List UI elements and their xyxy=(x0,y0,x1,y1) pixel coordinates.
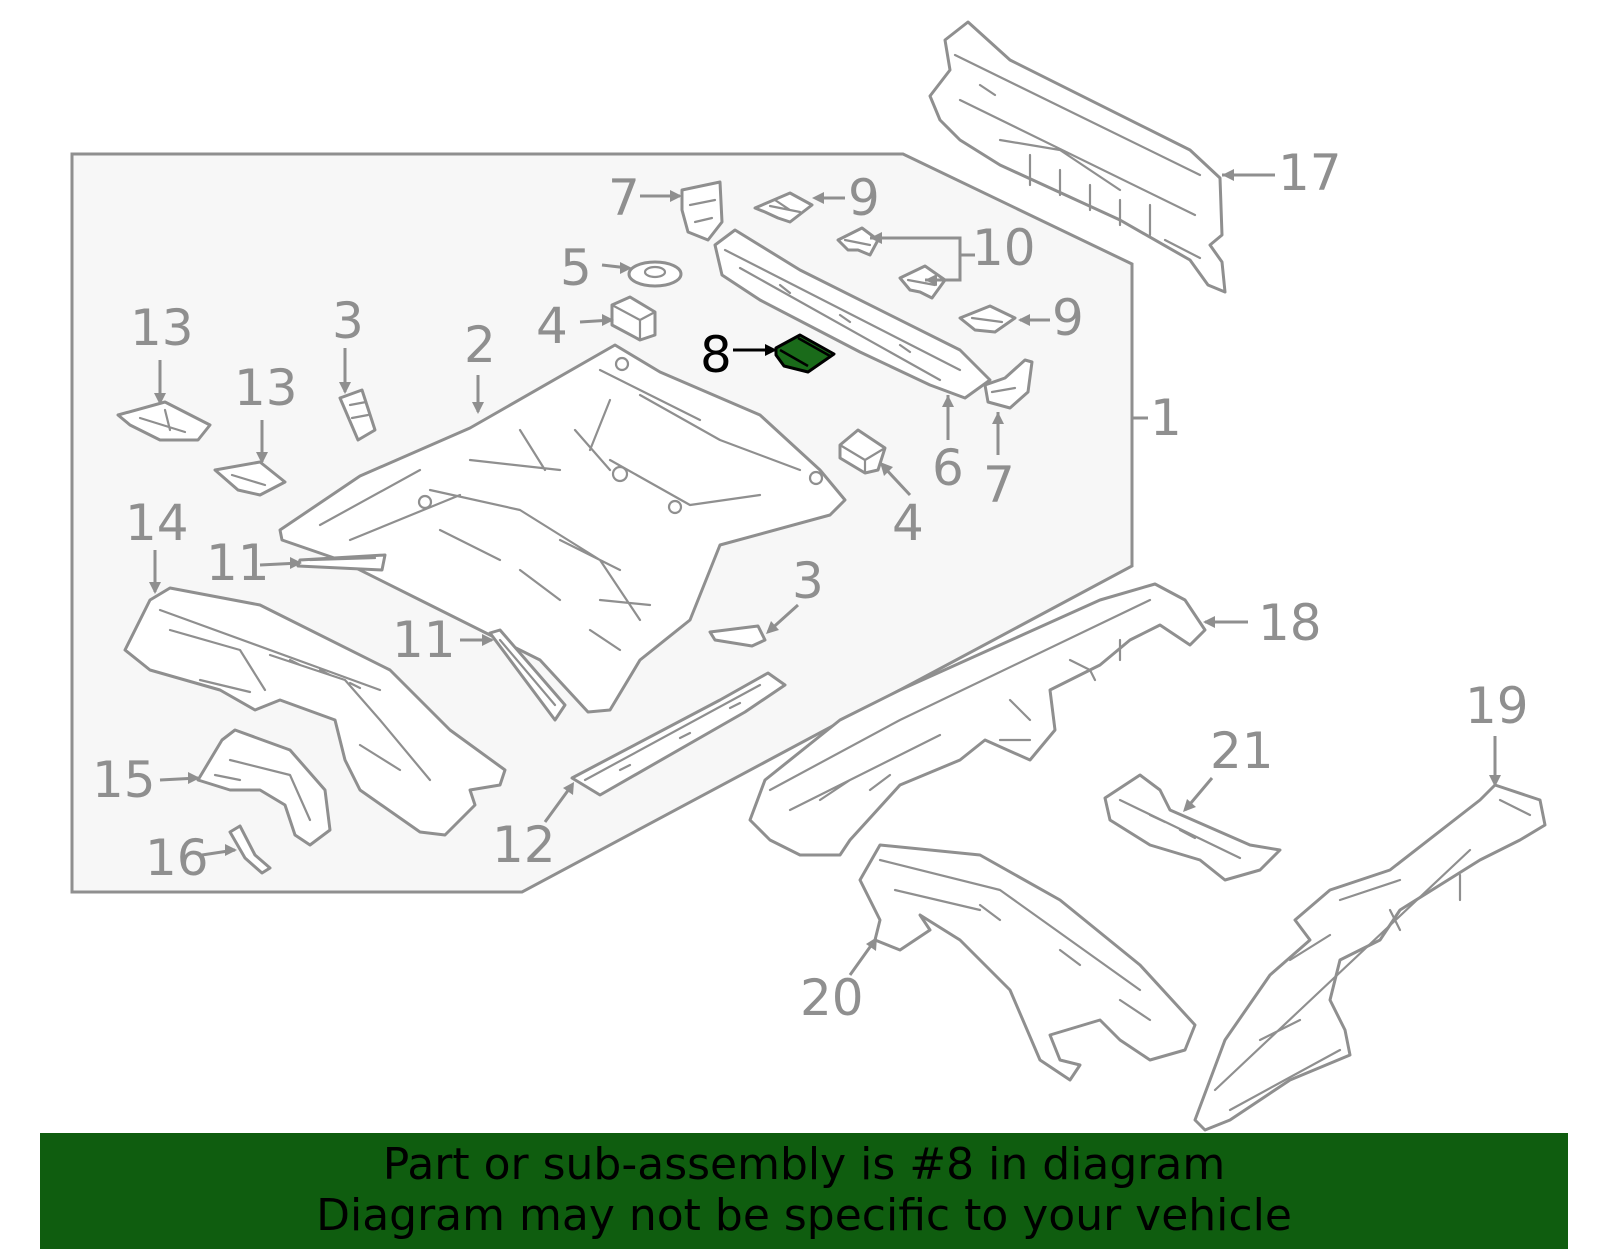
callout-12[interactable]: 12 xyxy=(492,816,556,874)
callout-21[interactable]: 21 xyxy=(1210,722,1274,780)
callout-18[interactable]: 18 xyxy=(1258,594,1322,652)
info-banner: Part or sub-assembly is #8 in diagram Di… xyxy=(40,1133,1568,1249)
callout-7-top[interactable]: 7 xyxy=(608,169,640,227)
callout-5[interactable]: 5 xyxy=(560,239,592,297)
part-18-side-member[interactable] xyxy=(748,582,1207,857)
part-19-side-member[interactable] xyxy=(1193,783,1547,1132)
part-12-sill-strip[interactable] xyxy=(570,671,787,797)
callout-19[interactable]: 19 xyxy=(1465,677,1529,735)
callout-4-upper[interactable]: 4 xyxy=(536,297,568,355)
callout-10[interactable]: 10 xyxy=(972,219,1036,277)
part-21-bracket[interactable] xyxy=(1103,773,1282,882)
callout-11-lower[interactable]: 11 xyxy=(392,611,456,669)
part-11-strip-lower[interactable] xyxy=(488,628,567,722)
part-20-rail-lower[interactable] xyxy=(858,843,1197,1082)
part-3-plate-upper[interactable] xyxy=(338,388,377,442)
callout-labels: 1 2 3 3 4 4 5 6 7 7 8 9 9 10 11 11 12 13… xyxy=(92,144,1529,1027)
callout-2[interactable]: 2 xyxy=(464,316,496,374)
part-4-bracket-lower[interactable] xyxy=(838,428,887,475)
part-7-bracket-top[interactable] xyxy=(680,180,724,242)
part-10-clips[interactable] xyxy=(836,226,947,300)
callout-13-upper[interactable]: 13 xyxy=(130,299,194,357)
callout-6[interactable]: 6 xyxy=(932,439,964,497)
banner-line-2: Diagram may not be specific to your vehi… xyxy=(316,1190,1292,1241)
part-9-plate-lower[interactable] xyxy=(958,304,1017,334)
callout-20[interactable]: 20 xyxy=(800,969,864,1027)
part-16-clip[interactable] xyxy=(228,824,272,875)
callout-17[interactable]: 17 xyxy=(1278,144,1342,202)
callout-1[interactable]: 1 xyxy=(1150,389,1182,447)
part-7-bracket-lower[interactable] xyxy=(983,358,1034,410)
callout-8[interactable]: 8 xyxy=(700,326,732,384)
part-14-side-rail[interactable] xyxy=(123,586,507,837)
callout-7-lower[interactable]: 7 xyxy=(983,456,1015,514)
part-17-rear-panel[interactable] xyxy=(928,20,1227,294)
callout-4-lower[interactable]: 4 xyxy=(892,494,924,552)
banner-line-1: Part or sub-assembly is #8 in diagram xyxy=(382,1139,1226,1190)
part-3-plate-lower[interactable] xyxy=(708,624,767,648)
callout-15[interactable]: 15 xyxy=(92,751,156,809)
part-13-bracket-lower[interactable] xyxy=(213,460,287,497)
arrowheads xyxy=(149,169,1501,951)
part-9-plate-top[interactable] xyxy=(753,191,814,224)
part-4-bracket-upper[interactable] xyxy=(610,295,657,342)
part-6-crossmember[interactable] xyxy=(713,228,992,400)
callout-9-top[interactable]: 9 xyxy=(848,169,880,227)
part-5-grommet[interactable] xyxy=(627,260,683,288)
callout-16[interactable]: 16 xyxy=(145,829,209,887)
callout-13-lower[interactable]: 13 xyxy=(234,359,298,417)
part-2-floor-pan[interactable] xyxy=(278,343,847,714)
arrowhead-highlight xyxy=(765,344,777,356)
callout-14[interactable]: 14 xyxy=(125,494,189,552)
part-8-highlighted[interactable] xyxy=(774,333,836,374)
callout-3-upper[interactable]: 3 xyxy=(332,292,364,350)
callout-11-upper[interactable]: 11 xyxy=(206,534,270,592)
part-13-bracket-upper[interactable] xyxy=(116,400,212,442)
callout-9-lower[interactable]: 9 xyxy=(1052,289,1084,347)
callout-3-lower[interactable]: 3 xyxy=(792,552,824,610)
part-15-wheelhouse[interactable] xyxy=(196,728,332,847)
